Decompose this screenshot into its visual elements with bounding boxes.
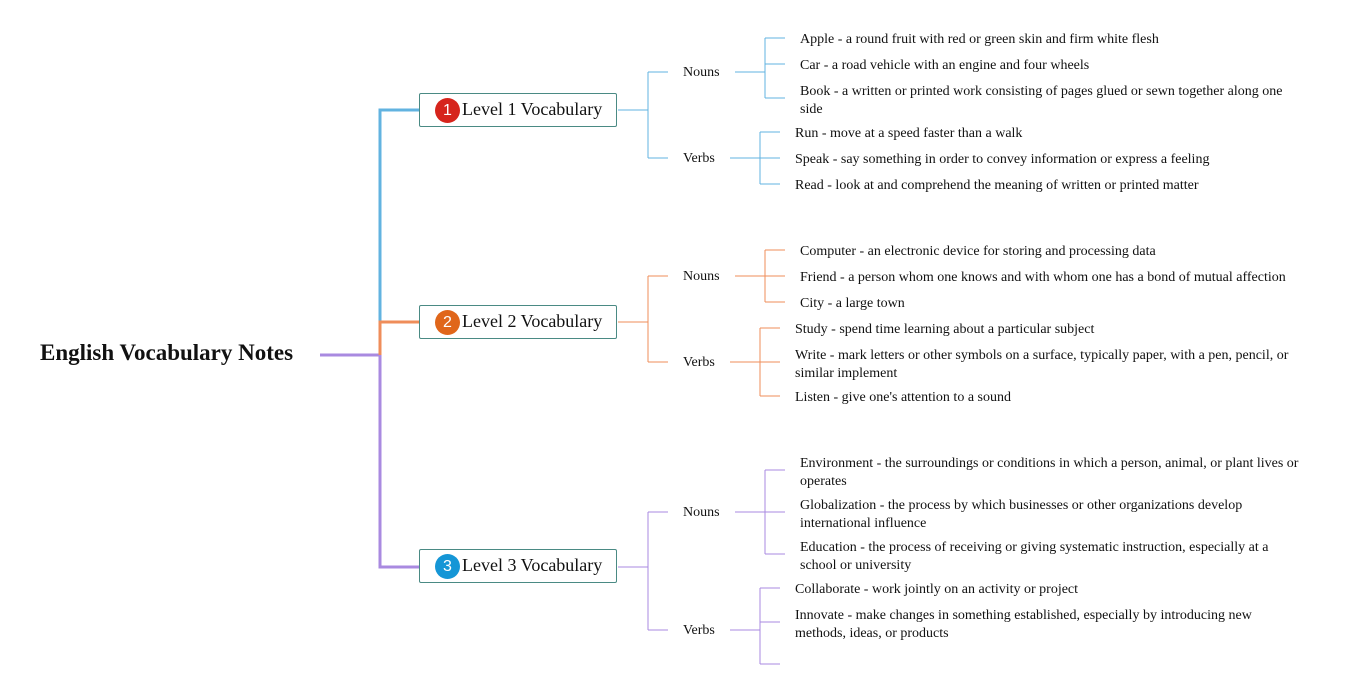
level-1-verbs-node[interactable]: Verbs xyxy=(683,151,715,166)
leaf-speak[interactable]: Speak - say something in order to convey… xyxy=(795,152,1210,167)
leaf-innovate[interactable]: Innovate - make changes in something est… xyxy=(795,608,1252,641)
leaf-computer[interactable]: Computer - an electronic device for stor… xyxy=(800,244,1156,259)
level-3-nouns-connector xyxy=(735,469,785,555)
level-2-nouns-node[interactable]: Nouns xyxy=(683,269,720,284)
root-title[interactable]: English Vocabulary Notes xyxy=(40,340,294,365)
level-3-node[interactable]: 3 Level 3 Vocabulary xyxy=(419,549,617,583)
leaf-study[interactable]: Study - spend time learning about a part… xyxy=(795,322,1095,337)
level-2-category-connector xyxy=(618,275,668,363)
level-1-label: Level 1 Vocabulary xyxy=(462,99,603,119)
leaf-friend[interactable]: Friend - a person whom one knows and wit… xyxy=(800,270,1286,285)
leaf-listen[interactable]: Listen - give one's attention to a sound xyxy=(795,390,1011,405)
level-2-verbs-connector xyxy=(730,327,780,397)
leaf-globalization[interactable]: Globalization - the process by which bus… xyxy=(800,498,1243,531)
number-2-badge-icon: 2 xyxy=(435,310,460,335)
level-1-nouns-node[interactable]: Nouns xyxy=(683,65,720,80)
leaf-environment[interactable]: Environment - the surroundings or condit… xyxy=(800,456,1299,489)
level-3-category-connector xyxy=(618,511,668,631)
leaf-car[interactable]: Car - a road vehicle with an engine and … xyxy=(800,58,1090,73)
level-2-verbs-node[interactable]: Verbs xyxy=(683,355,715,370)
level-1-branch xyxy=(378,108,420,355)
number-3-badge-icon: 3 xyxy=(435,554,460,579)
level-2-node[interactable]: 2 Level 2 Vocabulary xyxy=(419,305,617,339)
level-2-label: Level 2 Vocabulary xyxy=(462,311,603,331)
level-3-verbs-connector xyxy=(730,587,780,665)
leaf-book[interactable]: Book - a written or printed work consist… xyxy=(800,84,1283,117)
number-1-badge-icon: 1 xyxy=(435,98,460,123)
leaf-read[interactable]: Read - look at and comprehend the meanin… xyxy=(795,178,1199,193)
level-3-verbs-node[interactable]: Verbs xyxy=(683,623,715,638)
level-1-category-connector xyxy=(618,71,668,159)
level-1-nouns-connector xyxy=(735,37,785,99)
level-1-verbs-connector xyxy=(730,131,780,185)
level-3-label: Level 3 Vocabulary xyxy=(462,555,603,575)
level-2-nouns-connector xyxy=(735,249,785,303)
level-2-branch xyxy=(378,320,420,355)
level-1-node[interactable]: 1 Level 1 Vocabulary xyxy=(419,93,617,127)
leaf-run[interactable]: Run - move at a speed faster than a walk xyxy=(795,126,1023,141)
level-3-nouns-node[interactable]: Nouns xyxy=(683,505,720,520)
level-3-branch xyxy=(378,355,420,569)
leaf-collaborate[interactable]: Collaborate - work jointly on an activit… xyxy=(795,582,1079,597)
leaf-write[interactable]: Write - mark letters or other symbols on… xyxy=(795,348,1289,381)
leaf-apple[interactable]: Apple - a round fruit with red or green … xyxy=(800,32,1159,47)
leaf-city[interactable]: City - a large town xyxy=(800,296,905,311)
leaf-education[interactable]: Education - the process of receiving or … xyxy=(800,540,1269,573)
